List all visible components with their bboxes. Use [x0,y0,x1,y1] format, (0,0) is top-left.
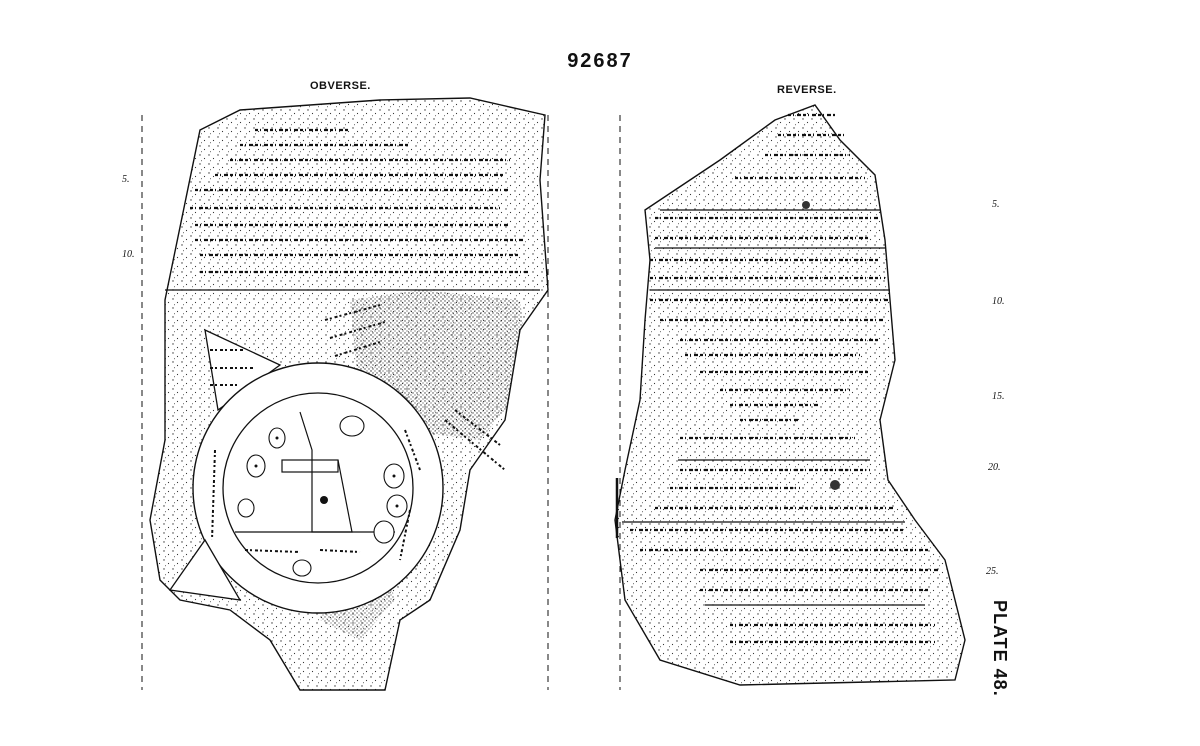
reverse-line-number-15: 15. [992,391,1005,402]
reverse-line-number-10: 10. [992,296,1005,307]
obverse-line-number-5: 5. [122,174,130,185]
reverse-tablet [614,104,966,686]
obverse-tablet [149,97,549,691]
reverse-label: REVERSE. [777,84,837,96]
obverse-label: OBVERSE. [310,80,371,92]
obverse-inscription [190,128,530,274]
reverse-line-number-20: 20. [988,462,1001,473]
reverse-inscription [630,113,940,644]
margin-guides [141,115,621,690]
reverse-line-number-5: 5. [992,199,1000,210]
tablet-number: 92687 [567,50,633,72]
obverse-line-number-10: 10. [122,249,135,260]
reverse-line-number-25: 25. [986,566,999,577]
